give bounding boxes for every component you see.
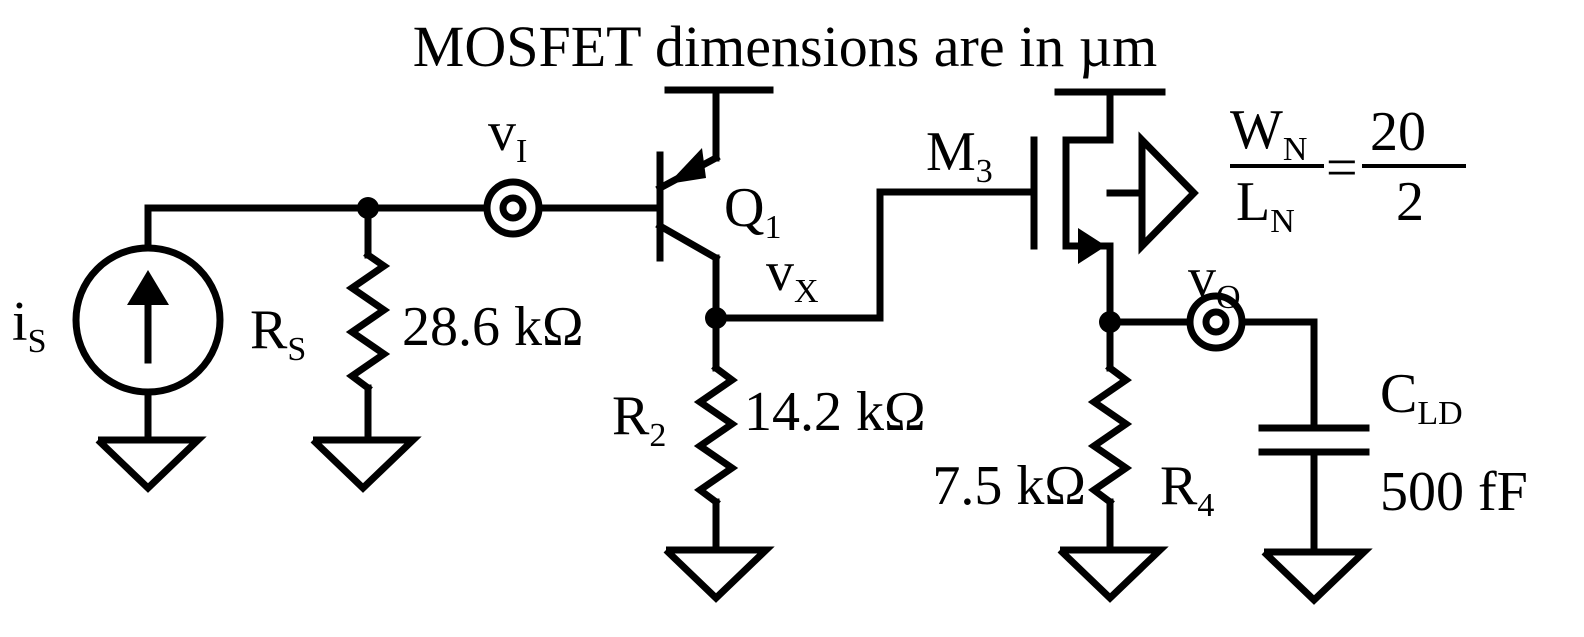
value-r4: 7.5 kΩ — [932, 455, 1086, 517]
m3-body-ground-symbol — [1138, 131, 1199, 255]
current-source-arrow-head — [127, 270, 169, 305]
label-cld: CLD — [1380, 363, 1463, 432]
current-source-is — [72, 204, 372, 493]
ground-symbol-cld — [1261, 548, 1373, 605]
q1-emitter-arrow — [668, 148, 706, 184]
label-vo: vO — [1188, 247, 1241, 316]
label-rs: RS — [250, 299, 306, 368]
m3-source-arrow — [1078, 228, 1106, 264]
transistor-q1 — [655, 86, 774, 322]
ground-symbol-r4 — [1057, 546, 1169, 603]
ground-symbol-source — [95, 436, 207, 493]
q1-collector-lead — [655, 221, 721, 263]
transistor-m3 — [1030, 88, 1199, 326]
resistor-rs — [310, 204, 422, 493]
label-is: iS — [12, 291, 46, 360]
ratio-denominator-value: 2 — [1396, 171, 1424, 233]
resistor-r4 — [1057, 318, 1169, 603]
resistor-r4-zigzag — [1087, 363, 1133, 507]
wire-vo-to-cld — [1238, 318, 1318, 432]
width-length-ratio: WN LN = 20 2 — [1230, 99, 1466, 240]
label-vx: vX — [766, 241, 819, 310]
label-q1: Q1 — [724, 177, 781, 246]
diagram-title: MOSFET dimensions are in µm — [413, 14, 1157, 79]
ratio-equals: = — [1326, 137, 1358, 199]
m3-drain-wire — [1062, 88, 1114, 144]
capacitor-cld — [1258, 424, 1373, 605]
ground-symbol-r2 — [663, 546, 775, 603]
wire-source-top — [144, 204, 372, 249]
resistor-r2-zigzag — [693, 363, 739, 507]
label-r2: R2 — [612, 385, 666, 454]
value-rs: 28.6 kΩ — [402, 296, 584, 358]
resistor-r2 — [663, 314, 775, 603]
ground-symbol-rs — [310, 436, 422, 493]
wire-vx-to-m3-gate — [712, 188, 1038, 322]
label-vi: vI — [488, 101, 527, 170]
value-r2: 14.2 kΩ — [744, 381, 926, 443]
label-r4: R4 — [1160, 455, 1214, 524]
ratio-numerator-symbol: WN — [1230, 99, 1307, 168]
terminal-vi — [483, 178, 543, 238]
label-m3: M3 — [926, 121, 993, 190]
resistor-rs-zigzag — [345, 250, 391, 393]
value-cld: 500 fF — [1380, 461, 1528, 523]
ratio-numerator-value: 20 — [1370, 101, 1426, 163]
ratio-denominator-symbol: LN — [1236, 171, 1295, 240]
